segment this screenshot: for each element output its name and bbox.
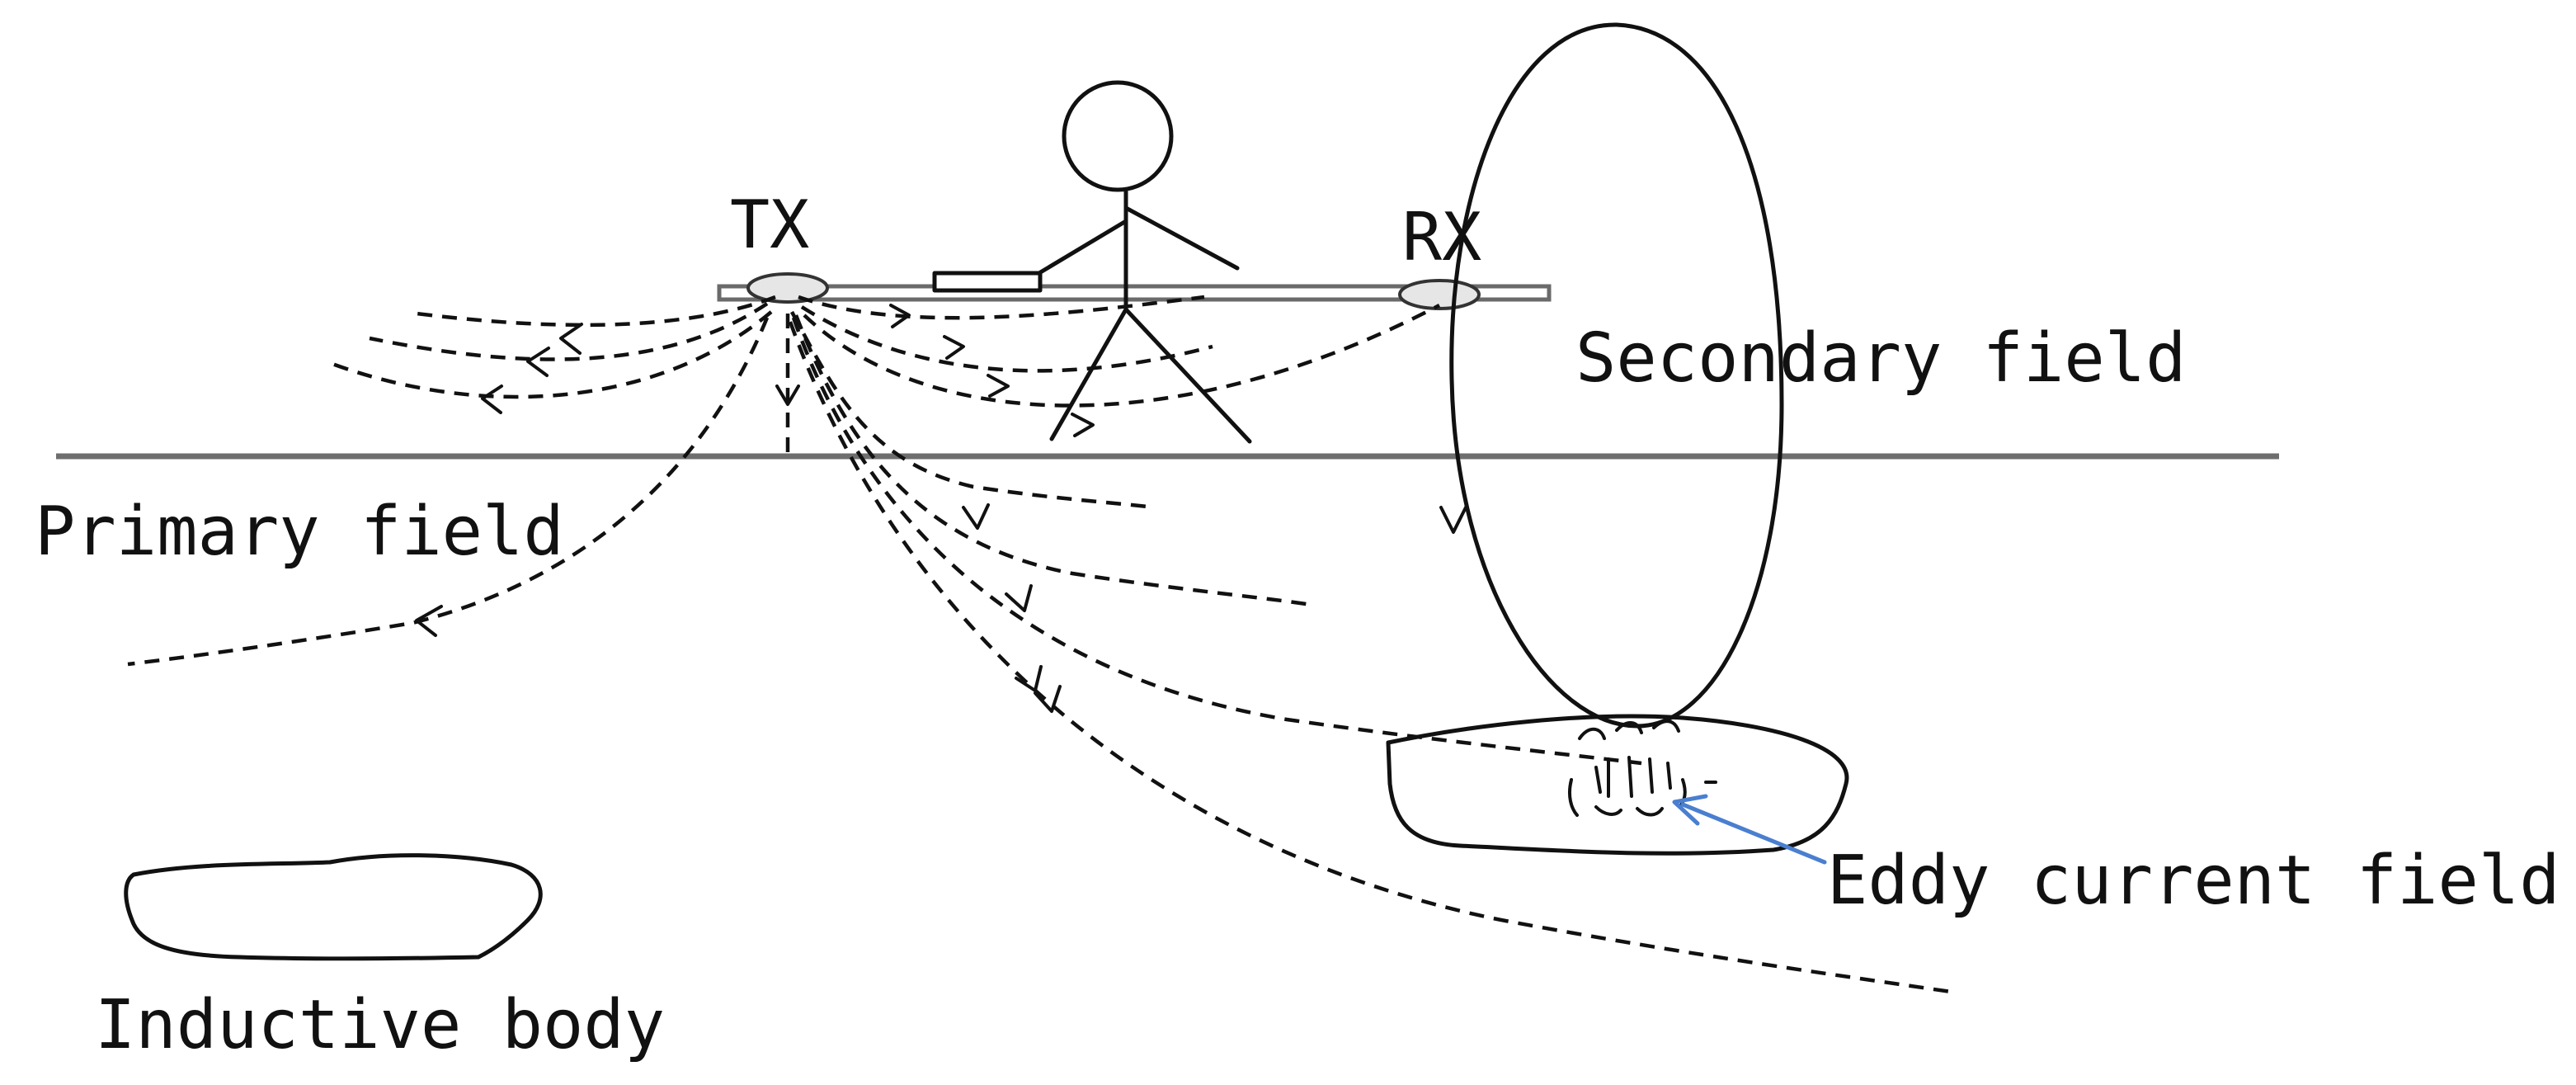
field-line xyxy=(803,304,1441,408)
field-line xyxy=(794,314,1312,607)
arrowhead xyxy=(526,347,550,377)
inductive-body-label: Inductive body xyxy=(95,986,665,1064)
operator-right-arm xyxy=(1123,205,1240,271)
arrowhead xyxy=(415,605,443,637)
operator-right-leg xyxy=(1123,307,1252,444)
field-line xyxy=(127,317,770,667)
arrowhead xyxy=(1439,506,1467,534)
eddy-mark xyxy=(1594,805,1622,816)
eddy-mark xyxy=(1648,757,1654,794)
arrowhead xyxy=(775,384,800,406)
field-line xyxy=(800,305,1213,373)
field-line xyxy=(798,295,1205,320)
eddy-mark xyxy=(1652,719,1680,733)
instrument-bar xyxy=(717,284,1552,302)
arrowhead xyxy=(962,503,990,530)
pointer-arrow-head xyxy=(1672,794,1708,826)
instrument-console xyxy=(932,271,1043,293)
inductive-body-outline xyxy=(124,853,543,961)
operator-left-arm xyxy=(1027,219,1128,281)
eddy-mark xyxy=(1627,756,1633,798)
field-line xyxy=(416,295,776,328)
arrowhead xyxy=(481,384,503,414)
eddy-mark xyxy=(1568,778,1579,817)
conductor-outline xyxy=(1386,714,1849,856)
primary-field-label: Primary field xyxy=(35,493,564,571)
eddy-mark xyxy=(1666,762,1672,790)
eddy-mark xyxy=(1594,766,1602,794)
eddy-mark xyxy=(1636,807,1664,817)
primary-field-deep-lines xyxy=(788,310,1952,994)
rx-label: RX xyxy=(1402,199,1481,276)
arrowhead xyxy=(987,374,1010,398)
arrowhead xyxy=(1034,685,1062,713)
arrowhead xyxy=(1005,584,1033,612)
tx-label: TX xyxy=(730,186,809,263)
arrowhead xyxy=(943,335,965,360)
arrowhead xyxy=(889,304,911,328)
field-line xyxy=(788,321,1952,994)
arrowhead xyxy=(559,323,583,355)
pointer-arrow-shaft xyxy=(1680,802,1827,865)
field-line xyxy=(325,310,773,399)
tx-coil xyxy=(746,272,829,304)
field-line xyxy=(790,310,1156,510)
eddy-mark xyxy=(1615,721,1643,734)
operator-head xyxy=(1062,80,1174,192)
secondary-field-label: Secondary field xyxy=(1575,319,2187,398)
operator-left-leg xyxy=(1049,307,1128,441)
field-line xyxy=(791,317,1642,766)
operator-figure xyxy=(932,80,1252,444)
target-conductor xyxy=(1386,714,1849,856)
rx-coil xyxy=(1398,279,1481,310)
arrowhead xyxy=(1015,665,1043,692)
eddy-current-field-label: Eddy current field xyxy=(1827,842,2560,920)
eddy-pointer-arrow xyxy=(1672,794,1827,865)
primary-field-right-lines xyxy=(798,295,1441,437)
field-line xyxy=(369,302,769,361)
arrowhead xyxy=(1071,413,1095,437)
eddy-mark xyxy=(1578,727,1606,740)
primary-field-left-lines xyxy=(127,295,800,667)
